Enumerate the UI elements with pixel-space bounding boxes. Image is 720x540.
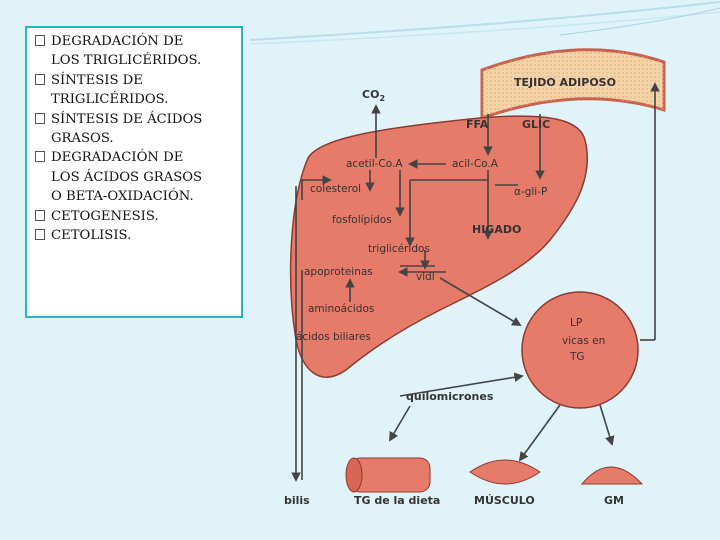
glic-label: GLIC [522, 118, 550, 131]
bullet-list-box: DEGRADACIÓN DE LOS TRIGLICÉRIDOS.SÍNTESI… [25, 26, 243, 318]
colesterol-label: colesterol [310, 183, 361, 195]
tg-dieta-label: TG de la dieta [354, 494, 440, 507]
checkbox-bullet-icon [35, 112, 45, 124]
list-item: CETOGENESIS. [35, 207, 235, 226]
list-item-text: CETOGENESIS. [51, 208, 159, 224]
bilis-label: bilis [284, 494, 310, 507]
adipose-tissue: TEJIDO ADIPOSO [480, 48, 666, 121]
muscle-spindle [469, 459, 541, 485]
list-item-text: CETOLISIS. [51, 228, 132, 244]
list-item-text: SÍNTESIS DE TRIGLICÉRIDOS. [51, 72, 169, 108]
acetil-coa-label: acetil-Co.A [346, 158, 403, 170]
vldl-label: vldl [416, 271, 435, 283]
list-item: DEGRADACIÓN DE LOS TRIGLICÉRIDOS. [35, 32, 235, 71]
higado-label: HIGADO [472, 223, 521, 236]
gm-label: GM [604, 494, 624, 507]
aminoacidos-label: aminoácidos [308, 303, 374, 315]
gm-mound [580, 466, 644, 485]
acidos-biliares-label: ácidos biliares [296, 331, 371, 343]
vicas-en-label: vicas en [562, 335, 605, 347]
musculo-label: MÚSCULO [474, 494, 535, 507]
list-item: SÍNTESIS DE TRIGLICÉRIDOS. [35, 71, 235, 110]
checkbox-bullet-icon [35, 151, 45, 163]
checkbox-bullet-icon [35, 35, 45, 46]
fosfolipidos-label: fosfolípidos [332, 214, 392, 226]
checkbox-bullet-icon [35, 229, 45, 241]
muscle-lp-circle [521, 291, 639, 409]
adipose-label: TEJIDO ADIPOSO [514, 76, 616, 89]
list-item-text: DEGRADACIÓN DE LOS TRIGLICÉRIDOS. [51, 34, 202, 69]
checkbox-bullet-icon [35, 209, 45, 221]
acil-coa-label: acil-Co.A [452, 158, 499, 170]
quilomicrones-label: quilomicrones [406, 390, 494, 403]
bullet-list: DEGRADACIÓN DE LOS TRIGLICÉRIDOS.SÍNTESI… [35, 32, 235, 245]
trigliceridos-label: triglicéridos [368, 243, 430, 255]
list-item: SÍNTESIS DE ÁCIDOS GRASOS. [35, 110, 235, 149]
list-item-text: DEGRADACIÓN DE LOS ÁCIDOS GRASOS O BETA-… [51, 150, 203, 205]
arrows [291, 82, 660, 482]
list-item: DEGRADACIÓN DE LOS ÁCIDOS GRASOS O BETA-… [35, 148, 235, 206]
co2-label: CO2 [362, 88, 385, 103]
tg-diet-cylinder [345, 457, 431, 493]
apoproteinas-label: apoproteinas [304, 266, 373, 278]
list-item-text: SÍNTESIS DE ÁCIDOS GRASOS. [51, 111, 203, 147]
decorative-swoosh [249, 1, 720, 45]
gli-p-label: α-gli-P [514, 186, 547, 198]
checkbox-bullet-icon [35, 73, 45, 85]
ffa-label: FFA [466, 118, 489, 131]
lp-label: LP [570, 317, 582, 329]
list-item: CETOLISIS. [35, 226, 235, 245]
lipid-metabolism-diagram: TEJIDO ADIPOSO C [284, 48, 666, 507]
tg-label: TG [569, 351, 585, 363]
